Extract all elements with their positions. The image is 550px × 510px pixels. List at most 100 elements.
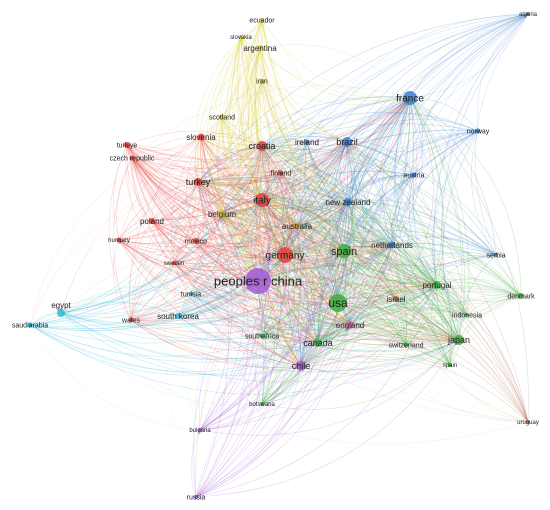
- node-italy[interactable]: [255, 193, 269, 207]
- node-ireland[interactable]: [304, 139, 310, 145]
- node-label-iran: iran: [256, 78, 268, 85]
- edge-croatia-australia: [261, 145, 298, 227]
- node-germany[interactable]: [277, 247, 293, 263]
- node-bulgaria[interactable]: [198, 428, 202, 432]
- node-botswana[interactable]: [260, 402, 264, 406]
- edge-czech-republic-france: [131, 97, 411, 170]
- node-turkey[interactable]: [194, 178, 202, 186]
- edge-egypt-usa: [60, 302, 339, 342]
- node-czech-republic[interactable]: [129, 155, 135, 161]
- edge-chile-egypt: [60, 302, 302, 367]
- node-denmark[interactable]: [518, 293, 524, 299]
- edge-portugal-turkey: [197, 179, 438, 286]
- edge-turkey-usa: [197, 181, 339, 304]
- edge-ecuador-brazil: [261, 19, 348, 143]
- node-england[interactable]: [346, 321, 354, 329]
- edge-croatia-brazil: [261, 141, 348, 154]
- edge-indonesia-canada: [317, 306, 468, 344]
- node-norway[interactable]: [475, 128, 481, 134]
- node-new-zealand[interactable]: [344, 198, 352, 206]
- node-ecuador[interactable]: [260, 18, 264, 22]
- node-label-japan: japan: [447, 335, 470, 345]
- edge-czech-republic-germany: [131, 157, 286, 256]
- edge-iran-netherlands: [261, 80, 393, 246]
- edge-germany-netherlands: [284, 244, 393, 266]
- edge-ireland-australia: [291, 141, 308, 227]
- edge-chile-croatia: [261, 145, 308, 367]
- edge-scotland-new-zealand: [221, 116, 349, 203]
- node-peoples-r-china[interactable]: [245, 268, 271, 294]
- edge-uruguay-japan: [458, 339, 529, 423]
- node-france[interactable]: [403, 91, 417, 105]
- edge-netherlands-brazil: [346, 141, 393, 246]
- node-finland[interactable]: [278, 170, 284, 176]
- edge-portugal-croatia: [261, 145, 438, 286]
- node-switzerland[interactable]: [403, 342, 409, 348]
- edge-south-africa-australia: [261, 225, 300, 337]
- node-south-africa[interactable]: [259, 333, 265, 339]
- edge-bulgaria-brazil: [199, 141, 349, 431]
- node-portugal[interactable]: [433, 281, 441, 289]
- node-usa[interactable]: [329, 294, 347, 312]
- node-turkiye[interactable]: [124, 142, 130, 148]
- node-tunisia[interactable]: [189, 292, 193, 296]
- edge-finland-netherlands: [280, 172, 393, 246]
- node-belgium[interactable]: [218, 210, 226, 218]
- node-poland[interactable]: [149, 218, 155, 224]
- edge-croatia-canada: [255, 145, 319, 344]
- node-australia[interactable]: [294, 223, 300, 229]
- node-croatia[interactable]: [257, 141, 267, 151]
- edge-new-zealand-canada: [311, 201, 349, 344]
- node-netherlands[interactable]: [388, 241, 396, 249]
- edge-tunisia-new-zealand: [190, 201, 349, 295]
- edge-serbia-england: [349, 254, 497, 326]
- node-brazil[interactable]: [342, 137, 352, 147]
- node-egypt[interactable]: [57, 309, 65, 317]
- edge-denmark-portugal: [436, 278, 522, 297]
- edge-uruguay-france: [409, 97, 529, 423]
- edge-czech-republic-croatia: [131, 145, 263, 170]
- node-slovakia[interactable]: [239, 35, 243, 39]
- node-canada[interactable]: [314, 339, 322, 347]
- edge-peoples-r-china-russia: [192, 280, 259, 498]
- node-israel[interactable]: [393, 296, 399, 302]
- node-iran[interactable]: [259, 78, 265, 84]
- edge-iran-italy: [250, 80, 263, 201]
- edge-ireland-hungary: [118, 141, 308, 241]
- node-indonesia[interactable]: [465, 313, 469, 317]
- node-algeria[interactable]: [526, 12, 530, 16]
- node-scotland[interactable]: [219, 114, 225, 120]
- node-hungary[interactable]: [116, 237, 122, 243]
- node-south-korea[interactable]: [175, 313, 181, 319]
- edge-turkey-slovenia: [197, 136, 205, 183]
- node-mexico[interactable]: [193, 238, 199, 244]
- edge-slovenia-australia: [200, 136, 298, 227]
- node-spain-2[interactable]: [448, 363, 452, 367]
- edge-argentina-spain: [259, 47, 345, 252]
- edge-botswana-netherlands: [261, 244, 393, 405]
- edge-france-netherlands: [382, 97, 411, 246]
- edge-portugal-usa: [337, 282, 438, 304]
- node-russia[interactable]: [194, 495, 198, 499]
- node-saudi-arabia[interactable]: [27, 322, 33, 328]
- edge-czech-republic-spain-2: [131, 157, 451, 366]
- node-chile[interactable]: [296, 361, 306, 371]
- node-serbia[interactable]: [494, 253, 498, 257]
- node-uruguay[interactable]: [526, 420, 530, 424]
- edge-netherlands-belgium: [221, 205, 393, 246]
- node-japan[interactable]: [454, 335, 464, 345]
- edge-iran-finland: [258, 80, 282, 174]
- edge-czech-republic-japan: [131, 157, 460, 341]
- edge-peoples-r-china-portugal: [257, 280, 438, 307]
- edge-ecuador-indonesia: [261, 19, 468, 316]
- node-sweden[interactable]: [172, 261, 176, 265]
- node-spain[interactable]: [337, 244, 351, 258]
- node-argentina[interactable]: [257, 45, 263, 51]
- node-wales[interactable]: [128, 317, 134, 323]
- node-austria[interactable]: [411, 172, 417, 178]
- edge-croatia-czech-republic: [131, 135, 263, 159]
- edge-france-croatia: [261, 96, 411, 147]
- edge-indonesia-england: [349, 303, 468, 326]
- edge-bulgaria-england: [199, 324, 351, 431]
- node-slovenia[interactable]: [197, 133, 205, 141]
